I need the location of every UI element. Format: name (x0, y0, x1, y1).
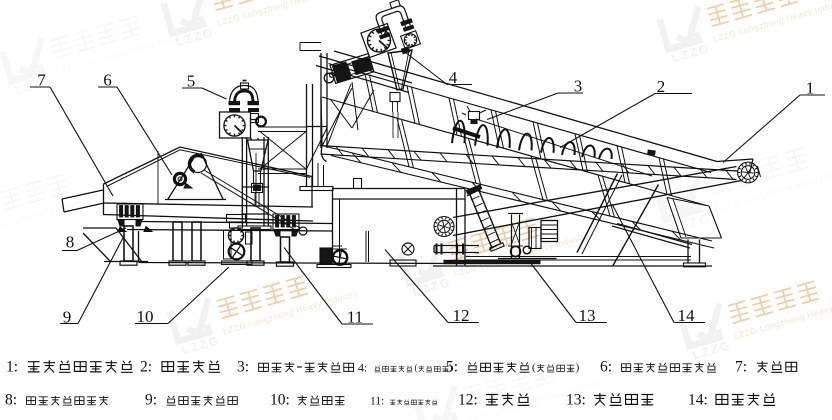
svg-text:8:: 8: (5, 392, 17, 409)
svg-text:10: 10 (137, 307, 154, 326)
svg-text:1: 1 (806, 79, 815, 98)
svg-text:12: 12 (453, 306, 470, 325)
svg-text:3:: 3: (237, 359, 249, 376)
svg-text:7: 7 (37, 71, 46, 90)
svg-text:13: 13 (579, 306, 596, 325)
svg-text:): ) (576, 362, 580, 374)
svg-text:3: 3 (574, 77, 583, 96)
svg-text:(: ( (414, 363, 417, 373)
svg-text:12:: 12: (458, 392, 478, 409)
svg-text:14:: 14: (688, 392, 708, 409)
svg-text:4: 4 (449, 68, 458, 87)
svg-text:2:: 2: (140, 359, 152, 376)
svg-text:(: ( (532, 362, 536, 374)
svg-text:9:: 9: (145, 392, 157, 409)
svg-text:6:: 6: (600, 359, 612, 376)
svg-text:13:: 13: (566, 392, 586, 409)
svg-text:6: 6 (103, 71, 112, 90)
svg-text:1:: 1: (6, 359, 18, 376)
svg-text:5: 5 (187, 72, 196, 91)
svg-text:4:: 4: (358, 361, 367, 375)
svg-text:11:: 11: (370, 396, 384, 408)
svg-text:9: 9 (63, 308, 72, 327)
svg-text:): ) (449, 363, 452, 373)
svg-text:14: 14 (678, 306, 696, 325)
svg-text:2: 2 (657, 77, 666, 96)
svg-text:5:: 5: (446, 359, 458, 376)
svg-text:7:: 7: (735, 359, 747, 376)
svg-text:8: 8 (66, 233, 75, 252)
svg-text:10:: 10: (270, 392, 290, 409)
svg-text:11: 11 (347, 308, 363, 327)
